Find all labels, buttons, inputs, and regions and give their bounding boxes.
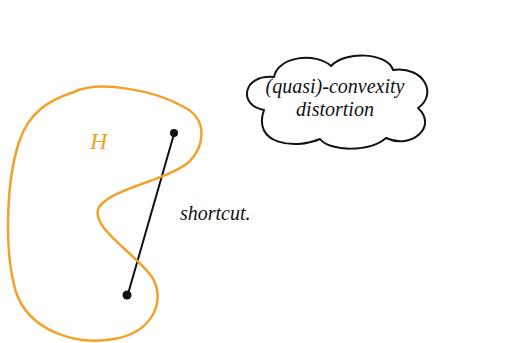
endpoint-dot <box>170 129 178 137</box>
region-blob-outline <box>4 62 208 342</box>
region-letter: H <box>90 128 120 156</box>
thought-text: (quasi)-convexity distortion <box>260 75 410 121</box>
endpoint-dot <box>123 291 132 300</box>
region-blob: H <box>4 62 208 342</box>
thought-cloud: (quasi)-convexity distortion <box>234 48 440 152</box>
shortcut-label: shortcut. <box>180 202 251 225</box>
shortcut-line <box>128 134 174 294</box>
